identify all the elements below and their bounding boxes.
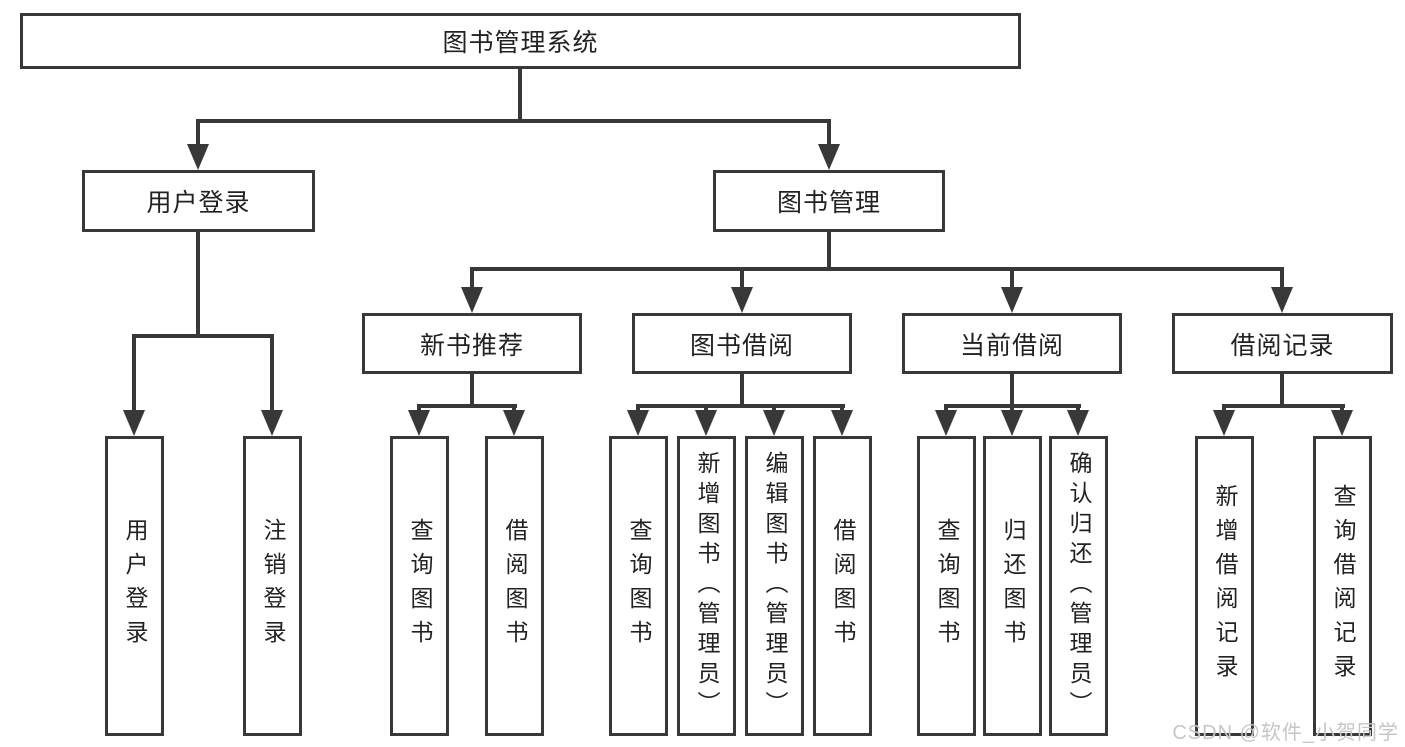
connector-line [270, 334, 274, 412]
leaf-confirm-return-admin: 确认归还（管理员） [1049, 436, 1108, 736]
connector-line [512, 404, 516, 413]
connector-line [944, 404, 948, 413]
leaf-logout: 注销登录 [243, 436, 302, 736]
arrow-down-icon [461, 287, 483, 313]
connector-line [827, 232, 831, 270]
leaf-label: 新增借阅记录 [1212, 484, 1238, 688]
connector-line [1010, 404, 1014, 413]
node-label: 借阅记录 [1230, 331, 1335, 360]
connector-line [740, 267, 744, 289]
leaf-label: 查询图书 [626, 518, 652, 654]
arrow-down-icon [1001, 287, 1023, 313]
arrow-down-icon [503, 410, 525, 436]
connector-line [132, 334, 136, 412]
node-user-login: 用户登录 [82, 170, 315, 232]
arrow-down-icon [818, 144, 840, 170]
leaf-edit-book-admin: 编辑图书（管理员） [745, 436, 804, 736]
leaf-borrow-book: 借阅图书 [813, 436, 872, 736]
leaf-label: 注销登录 [260, 518, 286, 654]
connector-line [196, 232, 200, 336]
connector-line [1280, 267, 1284, 289]
connector-line [840, 404, 844, 413]
connector-line [470, 267, 1284, 271]
leaf-label: 编辑图书（管理员） [762, 451, 788, 721]
node-label: 新书推荐 [419, 331, 524, 360]
leaf-label: 查询借阅记录 [1330, 484, 1356, 688]
arrow-down-icon [731, 287, 753, 313]
connector-line [704, 404, 708, 413]
node-label: 用户登录 [146, 189, 251, 217]
connector-line [470, 267, 474, 289]
arrow-down-icon [1213, 410, 1235, 436]
connector-line [1222, 404, 1345, 408]
node-borrowing-records: 借阅记录 [1172, 313, 1393, 374]
leaf-label: 用户登录 [122, 518, 148, 654]
leaf-label: 查询图书 [934, 518, 960, 654]
leaf-add-book-admin: 新增图书（管理员） [677, 436, 736, 736]
connector-line [636, 404, 845, 408]
connector-line [1340, 404, 1344, 413]
connector-line [417, 404, 517, 408]
leaf-label: 借阅图书 [502, 518, 528, 654]
arrow-down-icon [1067, 410, 1089, 436]
connector-line [1010, 267, 1014, 289]
node-label: 当前借阅 [959, 331, 1064, 360]
node-root-system: 图书管理系统 [20, 13, 1021, 69]
arrow-down-icon [408, 410, 430, 436]
connector-line [772, 404, 776, 413]
leaf-label: 确认归还（管理员） [1066, 451, 1092, 721]
arrow-down-icon [1001, 410, 1023, 436]
connector-line [827, 119, 831, 147]
leaf-label: 查询图书 [407, 518, 433, 654]
connector-line [132, 334, 274, 338]
leaf-label: 借阅图书 [830, 518, 856, 654]
leaf-add-borrow-record: 新增借阅记录 [1195, 436, 1254, 736]
arrow-down-icon [627, 410, 649, 436]
arrow-down-icon [1331, 410, 1353, 436]
leaf-borrow-book-recommend: 借阅图书 [485, 436, 544, 736]
arrow-down-icon [831, 410, 853, 436]
connector-line [636, 404, 640, 413]
node-new-book-recommend: 新书推荐 [362, 313, 582, 374]
connector-line [518, 69, 522, 121]
connector-line [740, 374, 744, 407]
node-current-borrowing: 当前借阅 [902, 313, 1122, 374]
connector-line [417, 404, 421, 413]
arrow-down-icon [695, 410, 717, 436]
arrow-down-icon [763, 410, 785, 436]
csdn-watermark: CSDN @软件_小贺同学 [1172, 722, 1399, 744]
connector-line [1222, 404, 1226, 413]
connector-line [1076, 404, 1080, 413]
leaf-query-book-borrowing: 查询图书 [609, 436, 668, 736]
arrow-down-icon [935, 410, 957, 436]
leaf-query-book-recommend: 查询图书 [390, 436, 449, 736]
arrow-down-icon [261, 410, 283, 436]
arrow-down-icon [187, 144, 209, 170]
leaf-return-book: 归还图书 [983, 436, 1042, 736]
leaf-label: 归还图书 [1000, 518, 1026, 654]
connector-line [1280, 374, 1284, 407]
node-book-management: 图书管理 [713, 170, 945, 232]
connector-line [196, 119, 200, 147]
leaf-user-login: 用户登录 [105, 436, 164, 736]
node-label: 图书管理系统 [442, 29, 599, 57]
connector-line [470, 374, 474, 407]
node-label: 图书借阅 [689, 331, 794, 360]
node-book-borrowing: 图书借阅 [632, 313, 852, 374]
leaf-label: 新增图书（管理员） [694, 451, 720, 721]
leaf-query-borrow-record: 查询借阅记录 [1313, 436, 1372, 736]
connector-line [1010, 374, 1014, 407]
connector-line [196, 119, 831, 123]
arrow-down-icon [1271, 287, 1293, 313]
arrow-down-icon [123, 410, 145, 436]
node-label: 图书管理 [776, 189, 881, 217]
leaf-query-book-current: 查询图书 [917, 436, 976, 736]
